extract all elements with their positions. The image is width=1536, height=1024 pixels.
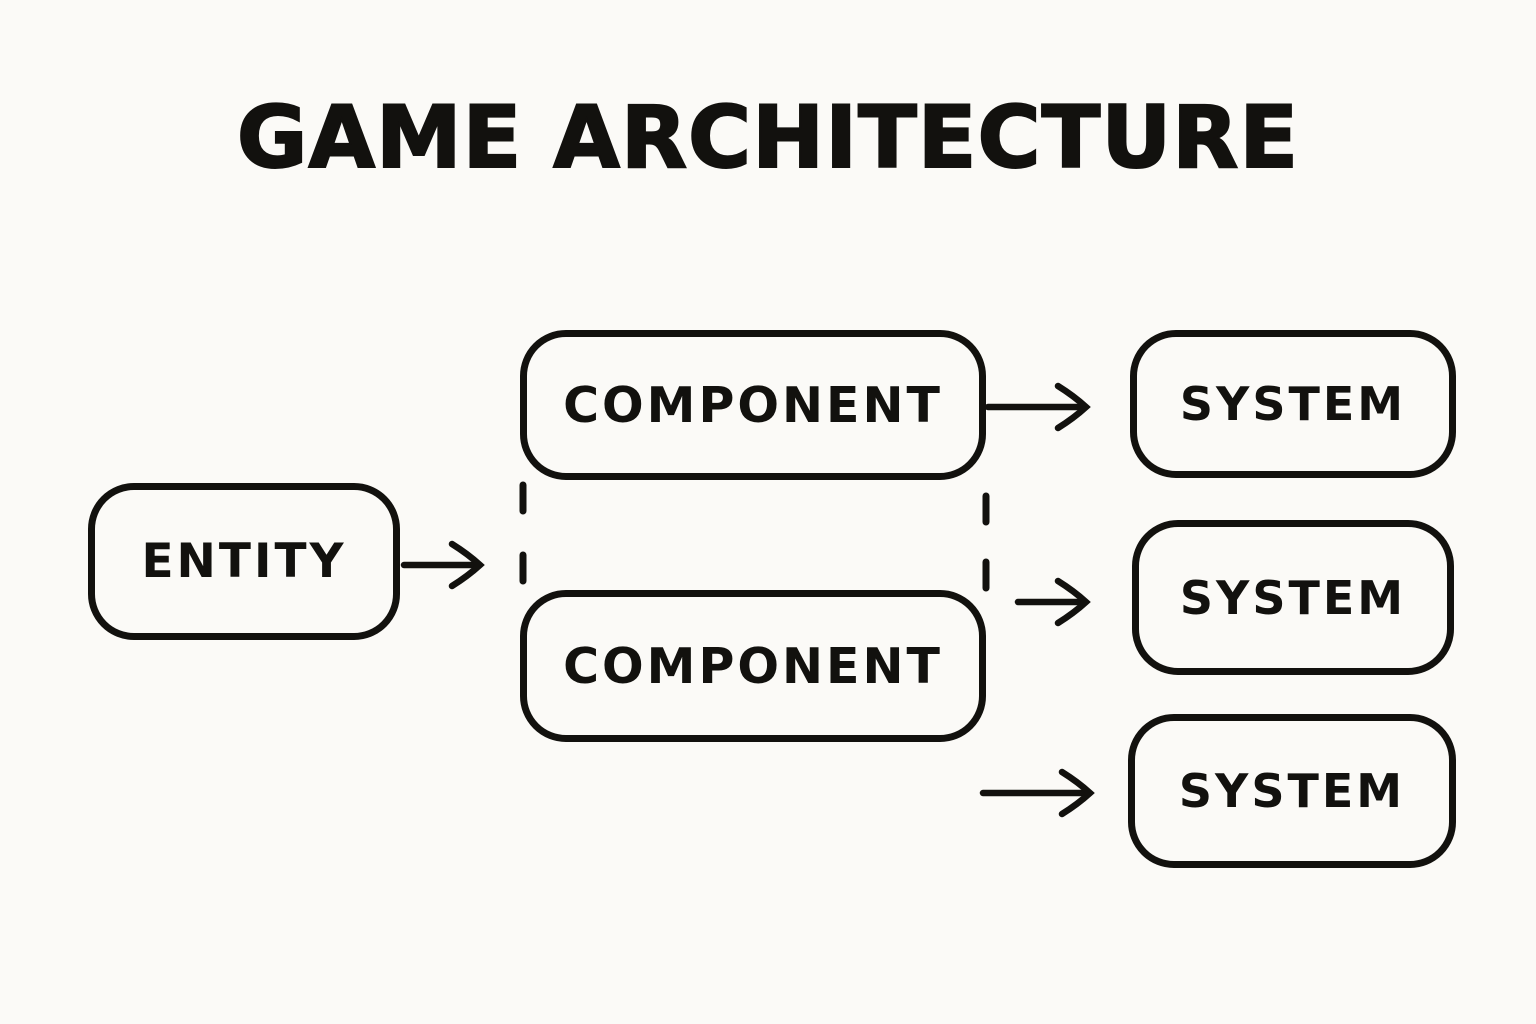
system-box-2: SYSTEM: [1132, 520, 1454, 675]
entity-label: ENTITY: [141, 534, 347, 589]
component-label-2: COMPONENT: [563, 637, 943, 695]
component-box-2: COMPONENT: [520, 590, 986, 742]
system-box-3: SYSTEM: [1128, 714, 1456, 868]
system-box-1: SYSTEM: [1130, 330, 1456, 478]
component-box-1: COMPONENT: [520, 330, 986, 480]
system-label-1: SYSTEM: [1179, 377, 1407, 431]
entity-box: ENTITY: [88, 483, 400, 640]
component-label-1: COMPONENT: [563, 376, 943, 434]
diagram-title: GAME ARCHITECTURE: [236, 87, 1300, 189]
system-label-3: SYSTEM: [1178, 764, 1406, 818]
system-label-2: SYSTEM: [1179, 570, 1407, 625]
